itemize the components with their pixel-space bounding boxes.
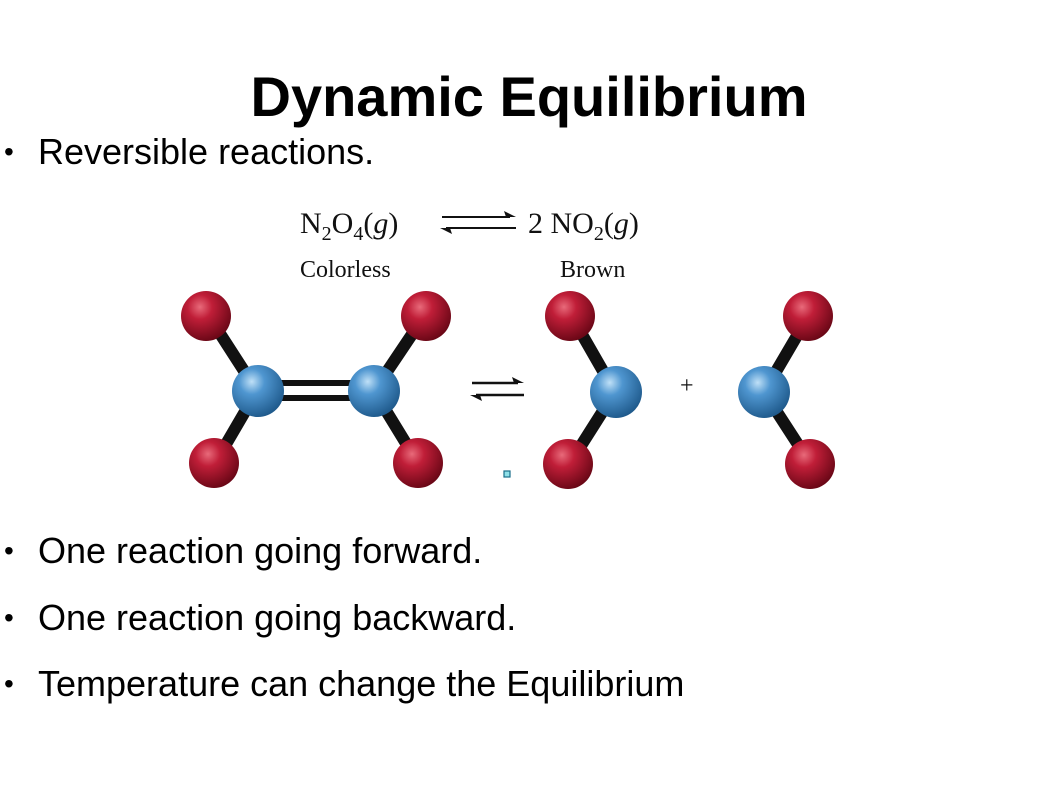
reactant-o-sub: 4 <box>353 223 363 245</box>
reactant-o: O <box>332 207 354 240</box>
slide-title: Dynamic Equilibrium <box>250 65 808 128</box>
oxygen-atom <box>401 291 451 341</box>
reactant-n-sub: 2 <box>322 223 332 245</box>
bullet-text: Reversible reactions. <box>38 131 375 172</box>
reactant-state: g <box>373 207 388 240</box>
bullet-dot: • <box>4 535 14 566</box>
plus-sign: + <box>680 373 694 399</box>
oxygen-atom <box>783 291 833 341</box>
product-formula: 2 NO2(g) <box>528 207 639 245</box>
nitrogen-atom <box>348 365 400 417</box>
product-formula-body: NO <box>551 207 594 240</box>
product-state: g <box>614 207 629 240</box>
product-coef: 2 <box>528 207 543 240</box>
equation-equilibrium-arrows-icon <box>440 211 516 234</box>
no2-molecule-right <box>738 291 835 489</box>
bullet-text: One reaction going backward. <box>38 597 517 638</box>
nitrogen-atom <box>590 366 642 418</box>
reactant-n: N <box>300 207 322 240</box>
reactant-color-label: Colorless <box>300 257 391 283</box>
no2-molecule-left <box>543 291 642 489</box>
nitrogen-atom <box>738 366 790 418</box>
oxygen-atom <box>181 291 231 341</box>
reaction-figure: N2O4(g) 2 NO2(g) Colorless Brown <box>181 207 835 489</box>
reactant-formula: N2O4(g) <box>300 207 398 245</box>
bullet-dot: • <box>4 602 14 633</box>
bullet-dot: • <box>4 668 14 699</box>
oxygen-atom <box>545 291 595 341</box>
oxygen-atom <box>785 439 835 489</box>
marker-square <box>503 470 511 478</box>
bullet-dot: • <box>4 136 14 167</box>
oxygen-atom <box>543 439 593 489</box>
oxygen-atom <box>189 438 239 488</box>
nitrogen-atom <box>232 365 284 417</box>
product-sub: 2 <box>594 223 604 245</box>
bullet-text: Temperature can change the Equilibrium <box>38 663 685 704</box>
bullet-text: One reaction going forward. <box>38 530 483 571</box>
n2o4-molecule <box>181 291 451 488</box>
product-color-label: Brown <box>560 257 625 283</box>
molecule-equilibrium-arrows-icon <box>470 377 524 401</box>
oxygen-atom <box>393 438 443 488</box>
